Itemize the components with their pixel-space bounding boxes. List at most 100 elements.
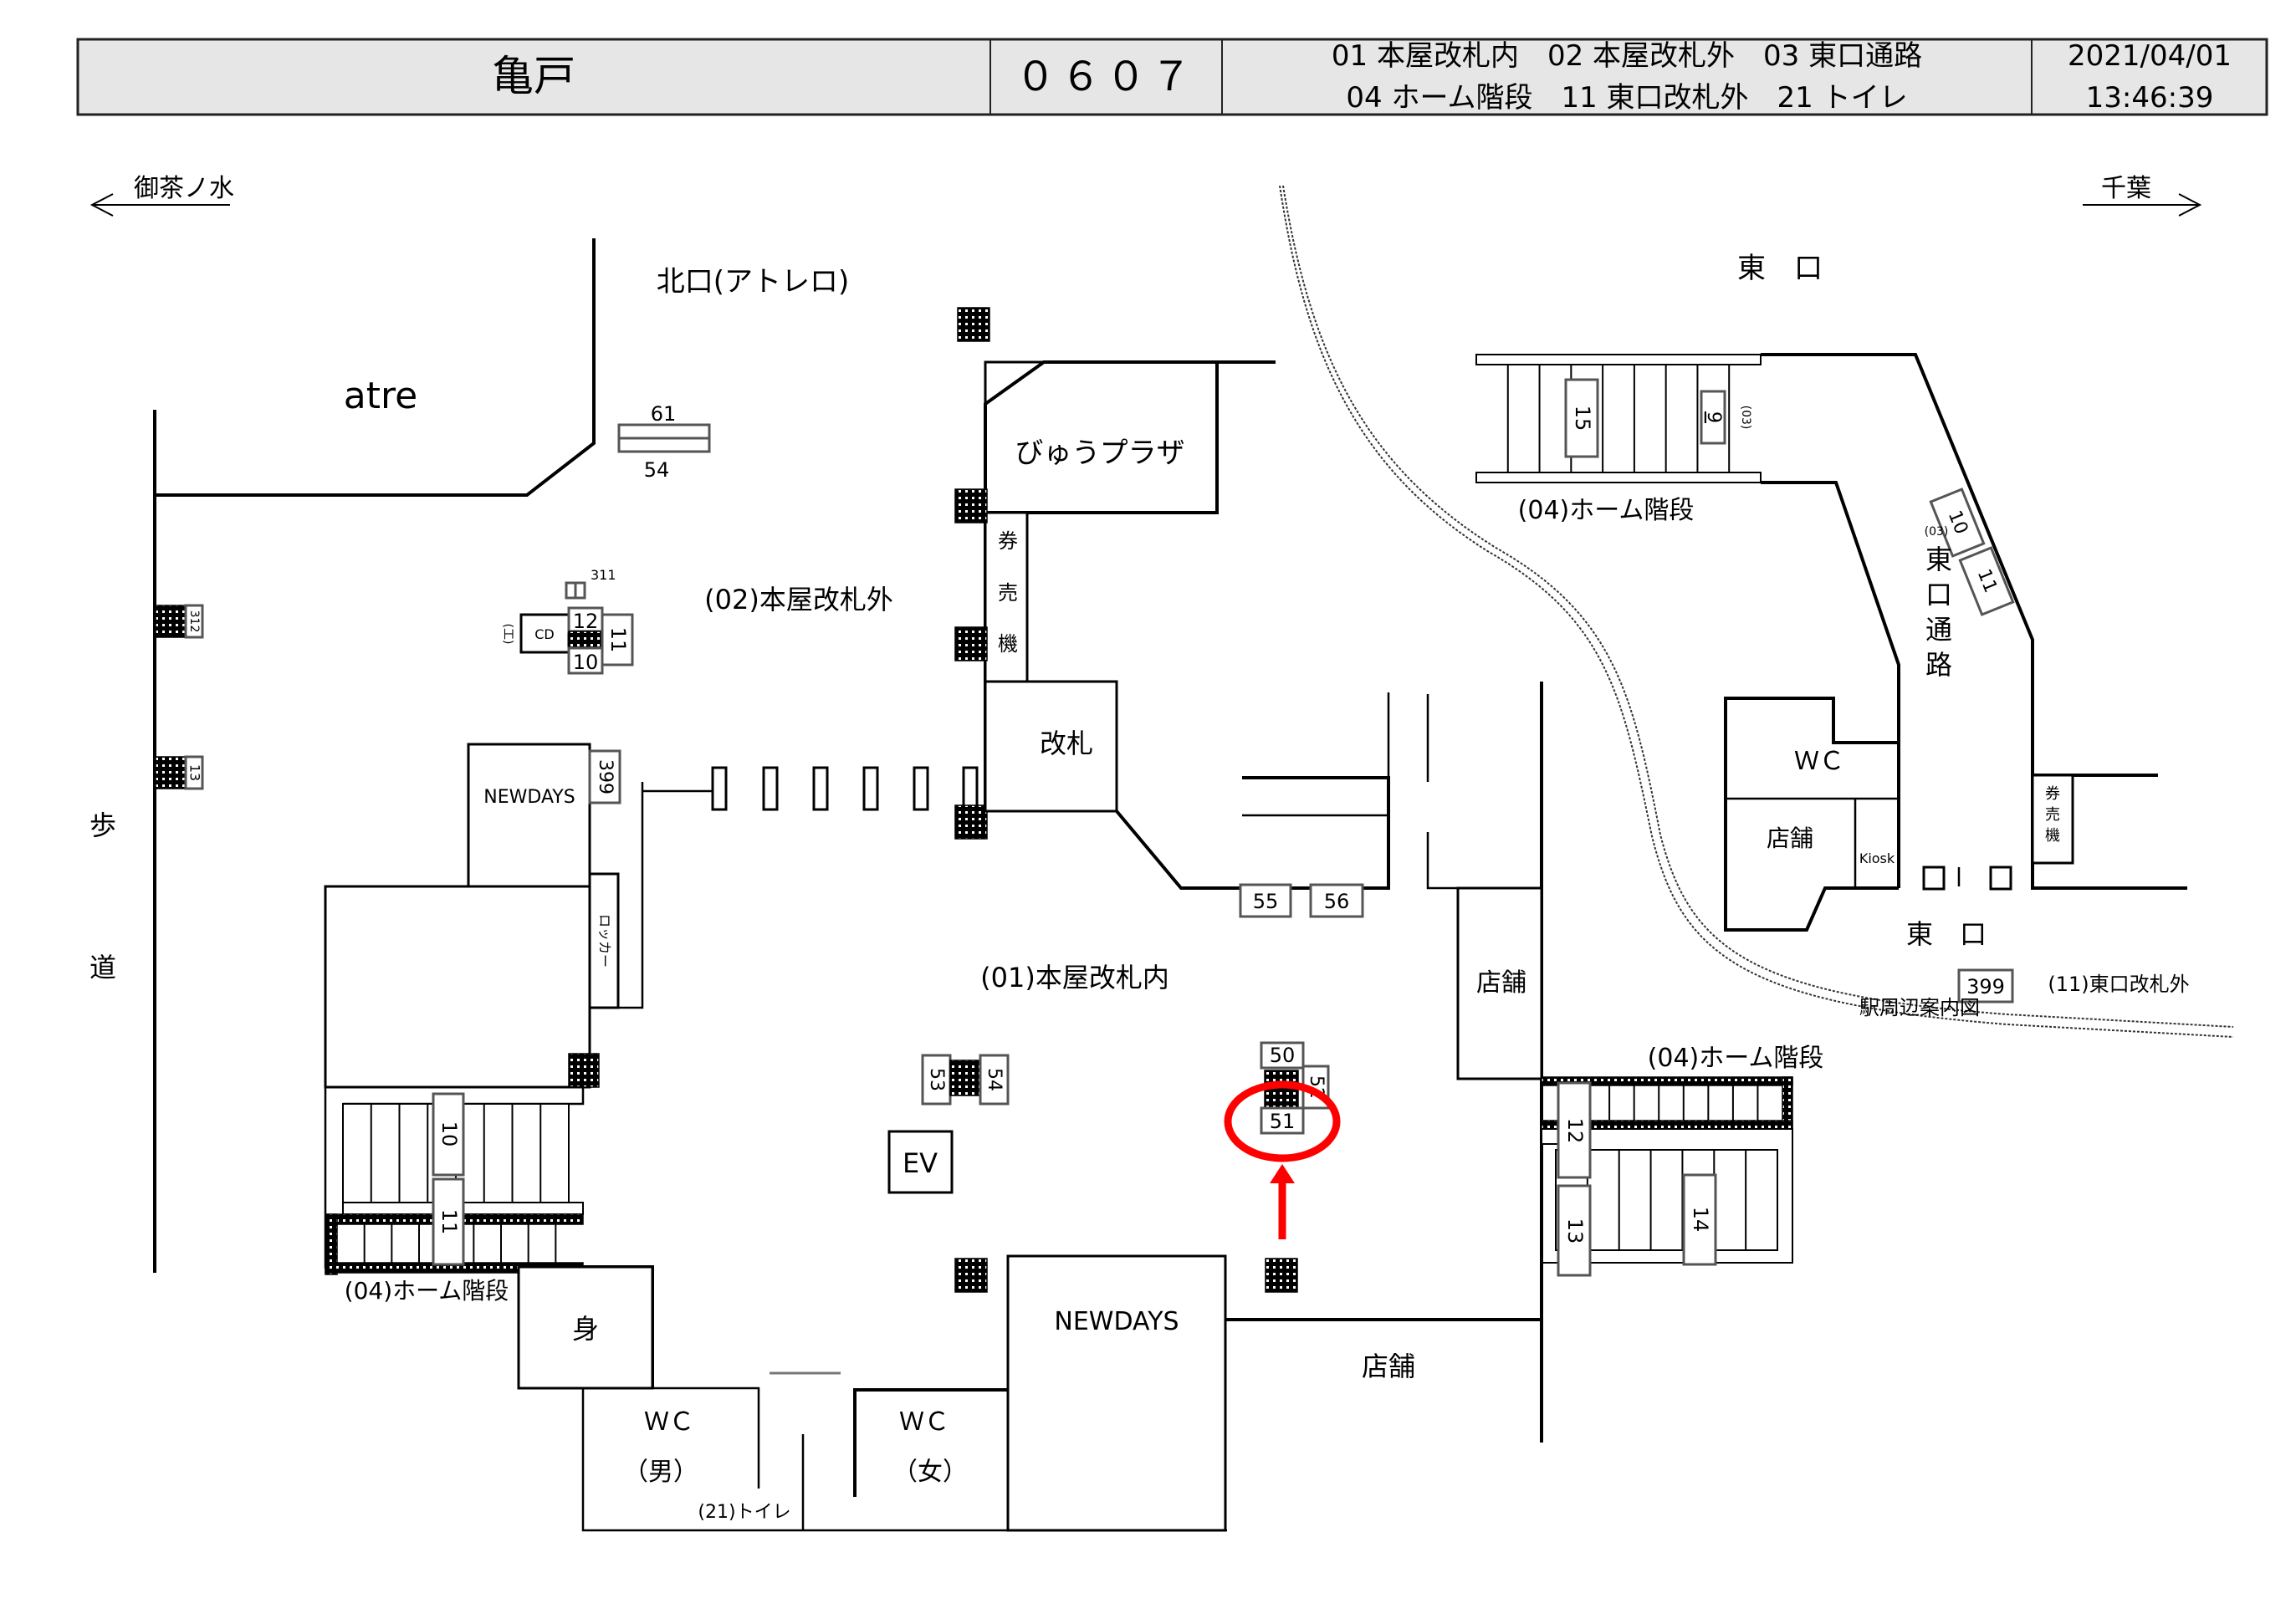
gate-posts [711,766,979,811]
label-312: 312 [187,610,201,633]
view-plaza-outline [984,360,1276,514]
sign-399-left[interactable] [588,749,621,804]
sign-10-stairs[interactable] [432,1092,465,1177]
label-56: 56 [1324,890,1350,913]
east-building-wall [1724,697,1899,932]
sign-312[interactable] [184,604,204,639]
area-map-label: 駅周辺案内図 [1859,996,1980,1019]
ticket-gate [984,680,1118,813]
arrow-left-icon [89,193,114,217]
wc-men-title: ＷＣ [644,1407,694,1437]
east-exit-bottom-label: 東 口 [1906,918,1987,950]
ticket-machine-east-char-3: 機 [2045,827,2060,845]
sign-15[interactable] [1564,378,1599,458]
stair-steps [1583,1085,1759,1121]
label-14-east: 14 [1689,1207,1712,1233]
gate-post [1989,866,2012,891]
station-name: 亀戸 [492,52,575,100]
sign-12-east[interactable] [1557,1081,1592,1179]
ticket-machine-char-1: 券 [998,529,1018,553]
label-11-cd: 11 [606,627,630,653]
direction-left-label: 御茶ノ水 [134,174,234,203]
label-13-sidewalk: 13 [187,764,203,781]
mi-room [517,1265,654,1390]
east-passage-char-3: 通 [1925,614,1952,646]
sign-13-east[interactable] [1557,1184,1592,1277]
east-passage-char-2: 口 [1925,579,1952,610]
sign-311-b[interactable] [574,581,586,600]
gate-post [762,766,779,811]
pillar [949,1060,981,1096]
sign-9[interactable] [1700,390,1726,445]
label-9: 9 [1703,411,1724,423]
track-line [1282,185,2234,1028]
stair-steps [1506,365,1731,472]
shop-center [1456,886,1543,1080]
label-12-cd: 12 [573,610,599,633]
east-passage-char-1: 東 [1925,544,1952,575]
gate-post [913,766,929,811]
platform-stairs-left-label: (04)ホーム階段 [345,1277,509,1305]
label-50: 50 [1270,1044,1296,1067]
gate-label: 改札 [1040,728,1093,759]
station-code: ０６０７ [1015,54,1196,100]
direction-right: 千葉 [2083,174,2202,217]
arrow-right-icon [2178,193,2202,217]
label-399-right: 399 [1966,975,2005,998]
gate-post [812,766,829,811]
ticket-machines [984,511,1029,683]
outside-main-gate-label: (02)本屋改札外 [704,584,893,615]
sign-50[interactable] [1260,1041,1305,1070]
gate-post [711,766,728,811]
sign-14-east[interactable] [1682,1173,1717,1266]
label-10-cd: 10 [573,651,599,674]
sign-54[interactable] [979,1054,1010,1106]
wc-east-label: ＷＣ [1794,747,1844,776]
atre-wall [155,238,596,497]
sign-53[interactable] [921,1054,952,1106]
label-11-stairs: 11 [437,1209,461,1235]
area-legend-line-2: 04 ホーム階段 11 東口改札外 21 トイレ [1346,81,1907,115]
sidewalk-label-2: 道 [89,952,116,983]
ticket-machine-east [2031,774,2074,865]
east-passage-wall [1761,353,2187,890]
direction-right-label: 千葉 [2101,174,2151,203]
locker [588,872,620,1009]
ticket-machine-east-char-2: 売 [2045,806,2060,824]
shop-east-label: 店舗 [1767,825,1813,852]
inside-main-gate-label: (01)本屋改札内 [980,962,1169,993]
sign-61[interactable] [617,423,711,440]
sign-311-a[interactable] [565,581,577,600]
sign-13[interactable] [184,755,204,790]
label-51: 51 [1270,1110,1296,1133]
toilet-wall [853,1388,1008,1497]
view-plaza-label: びゅうプラザ [1015,437,1184,470]
elevator-label: EV [903,1147,938,1179]
label-54-top: 54 [644,458,670,482]
stair-edge-tactile [325,1213,338,1275]
gate-wall [1115,776,1390,890]
ticket-machine-char-2: 売 [998,581,1018,605]
mi-label: 身 [572,1313,599,1345]
label-54: 54 [984,1068,1005,1091]
sign-51[interactable] [1260,1106,1305,1135]
locker-label: ロッカー [597,914,613,968]
header-bar: 亀戸 ０６０７ 01 本屋改札内 02 本屋改札外 03 東口通路 04 ホーム… [76,38,2268,116]
toilet-wall [652,1387,760,1489]
east-passage-signs: 10 11 [1929,488,2015,616]
sign-10-east[interactable] [1929,488,1986,558]
sign-11-stairs[interactable] [432,1177,465,1266]
sign-11-cd[interactable] [601,613,634,666]
platform-stairs-east-bottom: 12 13 14 [1541,1076,1793,1277]
pillar [1265,1258,1298,1293]
sign-54-top[interactable] [617,437,711,453]
sign-56[interactable] [1309,883,1364,918]
stair-steps [1586,1150,1747,1250]
sign-55[interactable] [1239,883,1292,918]
wc-women-label: （女） [892,1458,968,1487]
elevator[interactable] [887,1130,954,1194]
sign-11-east[interactable] [1958,546,2015,616]
sign-399-right[interactable] [1957,968,2014,1004]
label-53: 53 [926,1068,947,1091]
pillar [954,626,988,661]
